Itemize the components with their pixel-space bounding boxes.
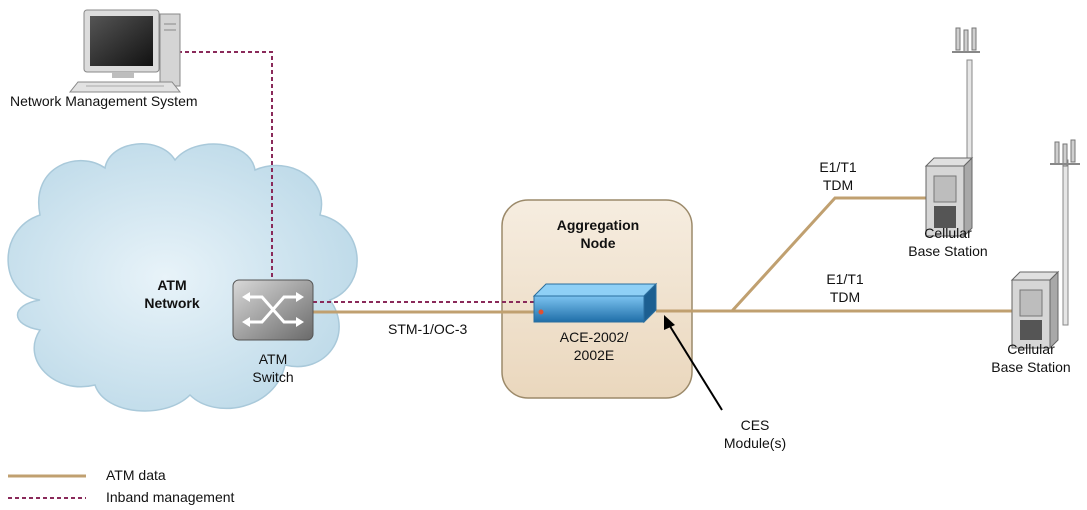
nms-label: Network Management System bbox=[10, 93, 198, 109]
cell-tower-icon-2 bbox=[1050, 139, 1080, 326]
base-station-icon-2 bbox=[1010, 270, 1060, 350]
atm-network-label: ATM Network bbox=[140, 276, 204, 312]
e1t1-link2-label-line2: TDM bbox=[829, 289, 861, 305]
atm-data-links bbox=[313, 196, 1012, 314]
base-station-2-label-line2: Base Station bbox=[991, 359, 1071, 375]
e1t1-link1-label-line1: E1/T1 bbox=[819, 159, 857, 175]
base-station-2-label: Cellular Base Station bbox=[975, 340, 1087, 376]
e1t1-link1-label: E1/T1 TDM bbox=[808, 158, 868, 194]
base-station-1-label: Cellular Base Station bbox=[888, 224, 1008, 260]
aggregation-node-label: Aggregation Node bbox=[540, 216, 656, 252]
aggregation-node-label-line2: Node bbox=[580, 235, 616, 251]
ace-device-label-line2: 2002E bbox=[573, 347, 615, 363]
aggregation-node-label-line1: Aggregation bbox=[556, 217, 640, 233]
legend-inband-label: Inband management bbox=[106, 489, 235, 505]
atm-switch-label-line2: Switch bbox=[252, 369, 294, 385]
nms-to-switch-link bbox=[157, 51, 273, 282]
atm-switch-icon bbox=[232, 279, 314, 341]
e1t1-link-to-bs1 bbox=[730, 196, 926, 313]
base-station-icon-1 bbox=[924, 156, 974, 238]
e1t1-link2-label: E1/T1 TDM bbox=[815, 270, 875, 306]
ces-module-label-line1: CES bbox=[740, 417, 770, 433]
ces-pointer-arrow bbox=[664, 315, 723, 411]
ces-module-label-line2: Module(s) bbox=[723, 435, 787, 451]
base-station-1-label-line2: Base Station bbox=[908, 243, 988, 259]
ces-module-label: CES Module(s) bbox=[715, 416, 795, 452]
atm-network-label-line1: ATM bbox=[157, 277, 187, 293]
legend-swatches bbox=[8, 474, 86, 499]
ace-device-label-line1: ACE-2002/ bbox=[559, 329, 629, 345]
e1t1-link1-label-line2: TDM bbox=[822, 177, 854, 193]
atm-network-cloud bbox=[7, 143, 358, 412]
inband-management-links bbox=[157, 51, 534, 303]
atm-switch-label: ATM Switch bbox=[243, 350, 303, 386]
legend-atm-data-label: ATM data bbox=[106, 467, 166, 483]
ace-2002-device-icon bbox=[532, 282, 658, 324]
atm-switch-label-line1: ATM bbox=[258, 351, 288, 367]
base-station-2-label-line1: Cellular bbox=[1007, 341, 1055, 357]
ace-device-label: ACE-2002/ 2002E bbox=[544, 328, 644, 364]
base-station-1-label-line1: Cellular bbox=[924, 225, 972, 241]
computer-icon bbox=[68, 9, 182, 93]
atm-network-label-line2: Network bbox=[144, 295, 200, 311]
stm-link-label: STM-1/OC-3 bbox=[388, 321, 468, 337]
e1t1-link2-label-line1: E1/T1 bbox=[826, 271, 864, 287]
